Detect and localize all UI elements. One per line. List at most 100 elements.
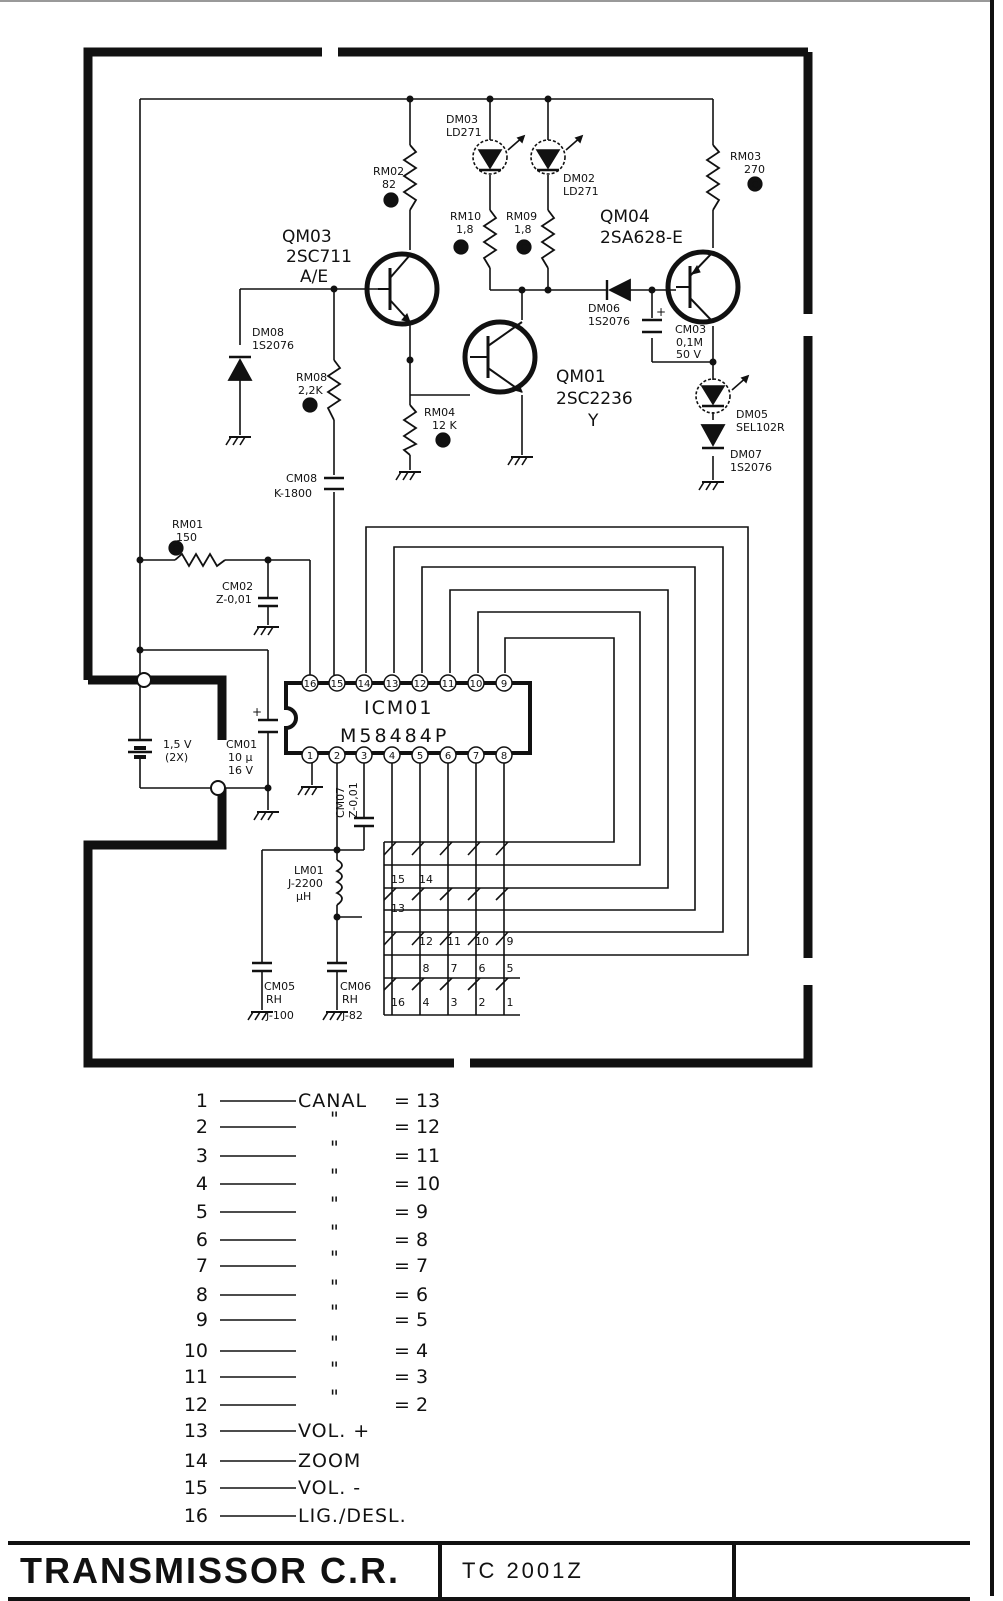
- dm07-diode: [700, 424, 726, 447]
- qm03-transistor: [364, 251, 440, 327]
- keypad-key-number: 8: [423, 962, 430, 975]
- ic-pin-top: [301, 674, 319, 692]
- legend-key-number: 15: [184, 1477, 208, 1499]
- legend-label: ": [330, 1386, 340, 1408]
- cm01-voltage: 16 V: [228, 764, 253, 777]
- legend-key-number: 6: [196, 1229, 208, 1251]
- cm08-value: K-1800: [274, 487, 312, 500]
- dm08-ref: DM08: [252, 326, 284, 339]
- dm02-led: [530, 139, 566, 175]
- legend-key-number: 8: [196, 1284, 208, 1306]
- ic-pin-number: 9: [501, 679, 507, 690]
- dm02-ref: DM02: [563, 172, 595, 185]
- qm01-ref: QM01: [556, 367, 606, 387]
- board-terminal-minus: [210, 780, 226, 796]
- dm08-diode: [227, 358, 253, 381]
- frame-top-edge: [0, 0, 994, 2]
- legend-label: VOL. +: [298, 1420, 370, 1442]
- legend-key-number: 14: [184, 1450, 208, 1472]
- legend-key-number: 11: [184, 1366, 208, 1388]
- legend-channel: = 6: [394, 1284, 428, 1306]
- ic-pin-number: 3: [361, 751, 367, 762]
- rm03-value: 270: [744, 163, 765, 176]
- ic-ref: ICM01: [364, 697, 433, 719]
- ic-pin-top: [439, 674, 457, 692]
- cm05-type: RH: [266, 993, 282, 1006]
- qm04-ref: QM04: [600, 207, 650, 227]
- dm03-ref: DM03: [446, 113, 478, 126]
- junction-dots: [136, 95, 717, 921]
- ic-pin-number: 5: [417, 751, 423, 762]
- cm06-value: J-82: [341, 1009, 363, 1022]
- dm06-diode: [607, 278, 631, 302]
- keypad-key-number: 2: [479, 996, 486, 1009]
- legend-label: ": [330, 1137, 340, 1159]
- legend-channel: = 8: [394, 1229, 428, 1251]
- keypad-key-number: 12: [419, 935, 433, 948]
- ic-pin-top: [467, 674, 485, 692]
- rm02-resistor: [402, 144, 418, 211]
- dm06-ref: DM06: [588, 302, 620, 315]
- keypad-key-number: 6: [479, 962, 486, 975]
- ic-pin-top: [411, 674, 429, 692]
- ic-pin-number: 15: [331, 679, 344, 690]
- ic-pin-number: 10: [470, 679, 483, 690]
- keypad-key-number: 9: [507, 935, 514, 948]
- resistors: [174, 144, 721, 568]
- qm01-part: 2SC2236: [556, 389, 633, 409]
- component-labels: QM03 2SC711 A/E QM01 2SC2236 Y QM04 2SA6…: [163, 113, 785, 1022]
- ic-pin-bottom: [411, 746, 429, 764]
- ic-pin-number: 6: [445, 751, 451, 762]
- rm01-ref: RM01: [172, 518, 203, 531]
- rm10-value: 1,8: [456, 223, 474, 236]
- keypad-key-number: 16: [391, 996, 405, 1009]
- legend-channel: = 9: [394, 1201, 428, 1223]
- ic-pin-number: 7: [473, 751, 479, 762]
- battery-value: 1,5 V: [163, 738, 192, 751]
- keypad-key-number: 10: [475, 935, 489, 948]
- cm05-ref: CM05: [264, 980, 295, 993]
- rm04-value: 12 K: [432, 419, 457, 432]
- lm01-ref: LM01: [294, 864, 324, 877]
- legend-channel: = 7: [394, 1255, 428, 1277]
- cm03-plus-sign: +: [656, 305, 666, 319]
- carbon-mark: C: [388, 196, 395, 207]
- qm04-transistor: [665, 249, 741, 325]
- ic-pin-number: 13: [386, 679, 399, 690]
- rm04-ref: RM04: [424, 406, 455, 419]
- legend-label: ": [330, 1332, 340, 1354]
- carbon-mark: C: [173, 544, 180, 555]
- dm03-led: [472, 139, 508, 175]
- cm05-value: J-100: [265, 1009, 294, 1022]
- dm07-ref: DM07: [730, 448, 762, 461]
- cm01-plus-sign: +: [252, 705, 262, 719]
- board-outline: [83, 47, 813, 1068]
- board-terminal-plus: [136, 672, 152, 688]
- legend-key-number: 4: [196, 1173, 208, 1195]
- legend-label: ": [330, 1221, 340, 1243]
- keypad-key-number: 15: [391, 873, 405, 886]
- legend-key-number: 5: [196, 1201, 208, 1223]
- lm01-value: J-2200: [287, 877, 323, 890]
- keypad-key-number: 4: [423, 996, 430, 1009]
- keypad-key-number: 14: [419, 873, 433, 886]
- cm07-value: Z-0,01: [347, 782, 360, 818]
- ic-pin-number: 2: [334, 751, 340, 762]
- ic-pin-top: [495, 674, 513, 692]
- frame-right-edge: [990, 0, 994, 1596]
- rm08-resistor: [326, 359, 342, 421]
- qm01-transistor: [462, 319, 538, 395]
- keypad-key-number: 3: [451, 996, 458, 1009]
- qm03-ref: QM03: [282, 227, 332, 247]
- rm01-resistor: [174, 552, 226, 568]
- legend-label: ZOOM: [298, 1450, 361, 1472]
- cm03-ref: CM03: [675, 323, 706, 336]
- ic-pin-bottom: [467, 746, 485, 764]
- ic-pin-number: 14: [358, 679, 371, 690]
- battery-symbol: [128, 738, 152, 759]
- legend-channel: = 12: [394, 1116, 440, 1138]
- legend-label: ": [330, 1247, 340, 1269]
- ic-pin-number: 12: [414, 679, 427, 690]
